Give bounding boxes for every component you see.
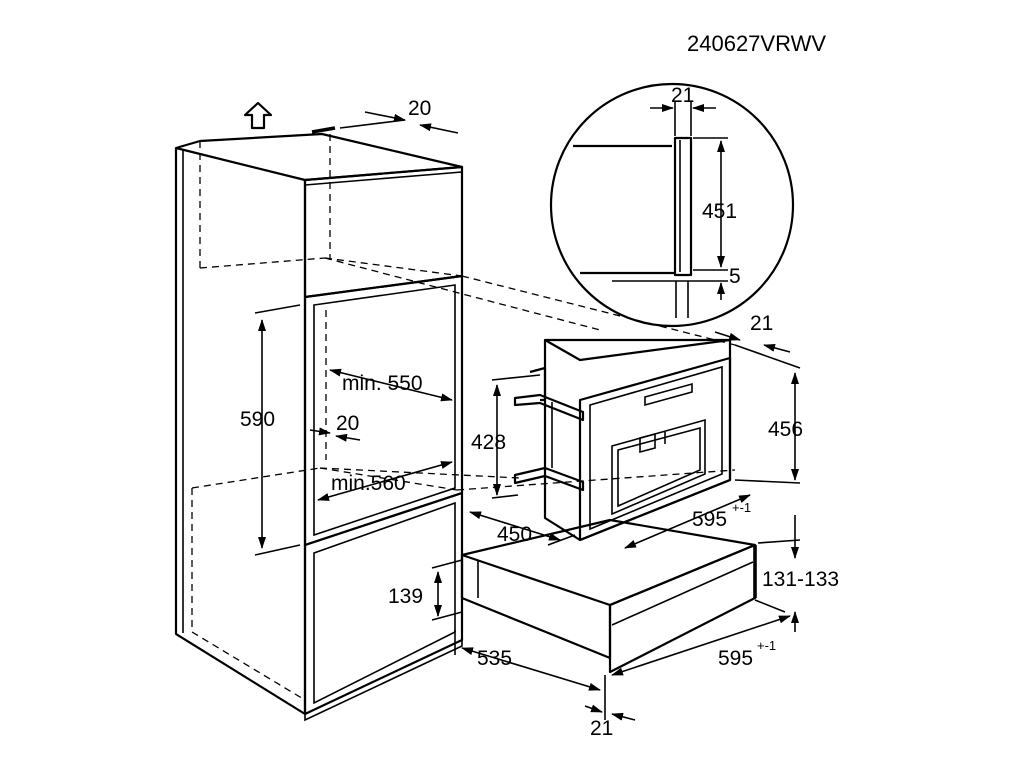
dim-drawer-front-offset: 21 [590,717,613,740]
dim-drawer-height: 131-133 [762,568,839,591]
dim-drawer-depth: 535 [477,647,512,670]
coffee-machine [513,338,732,542]
drawing-code: 240627VRWV [687,31,826,56]
dim-niche-height: 590 [240,408,275,431]
tall-cabinet [174,126,464,722]
dim-appliance-depth: 450 [497,523,532,546]
up-arrow-icon [243,101,273,130]
dim-detail-height: 451 [702,200,737,223]
dim-appliance-body-height: 428 [471,431,506,454]
dim-appliance-front-offset: 21 [750,312,773,335]
dim-appliance-width-tolerance: +-1 [732,500,751,515]
dim-appliance-front-height: 456 [768,418,803,441]
dimension-lines [254,111,801,721]
dim-niche-depth: min. 550 [342,372,423,395]
dimension-labels: 20 590 min. 550 20 min.560 139 535 21 59… [240,84,839,740]
dim-detail-thickness: 21 [671,84,694,107]
dim-top-offset: 20 [408,97,431,120]
dim-drawer-niche-height: 139 [388,585,423,608]
dim-niche-width: min.560 [331,472,406,495]
dim-drawer-width-tolerance: +-1 [757,638,776,653]
dim-niche-side: 20 [336,412,359,435]
dim-appliance-width: 595 [692,508,727,531]
dim-drawer-width: 595 [718,647,753,670]
dim-detail-gap: 5 [729,265,741,288]
detail-view [549,82,795,328]
warming-drawer [460,518,757,674]
